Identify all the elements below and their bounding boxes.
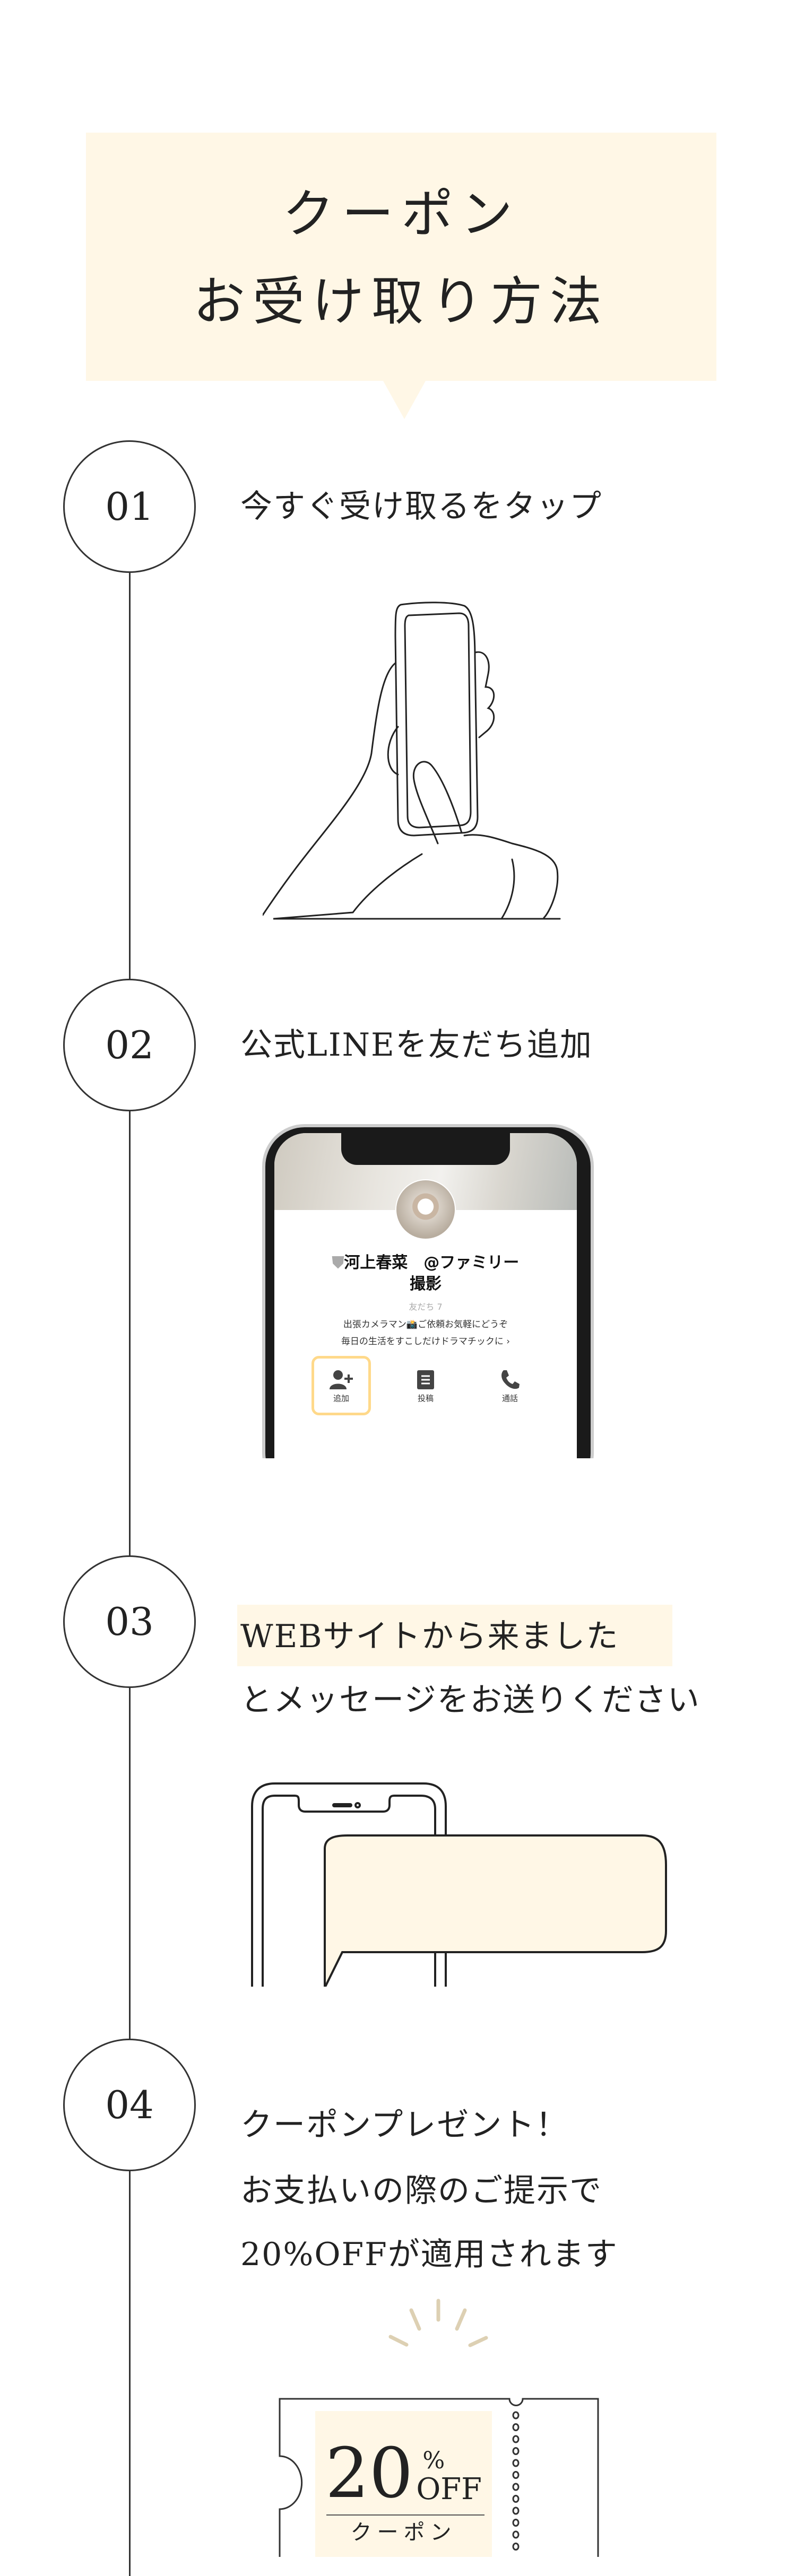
perforation-hole [512,2519,520,2527]
friends-count: 友だち 7 [409,1302,443,1312]
step-number-1: 01 [63,440,196,573]
step-2-text: 公式LINEを友だち追加 [240,1026,593,1064]
add-friend-label: 追加 [333,1394,349,1403]
phone-screen: ⛊河上春菜 @ファミリー撮影 友だち 7 出張カメラマン📸ご依頼お気軽にどうぞ … [274,1133,577,1458]
coupon-label: クーポン [350,2520,457,2545]
avatar [395,1179,456,1240]
highlight-bg [237,1605,672,1666]
ticket-outline [279,2398,599,2557]
title-line-2: お受け取り方法 [193,272,609,332]
coupon-value: 20 % OFF [315,2411,492,2512]
step-number-3: 03 [63,1555,196,1688]
call-button[interactable]: 通話 [480,1369,540,1404]
step-4-line-2: お支払いの際のご提示で [240,2172,602,2209]
add-friend-icon [330,1370,353,1389]
line-profile-screenshot: ⛊河上春菜 @ファミリー撮影 友だち 7 出張カメラマン📸ご依頼お気軽にどうぞ … [262,1124,594,1458]
perforation-hole [512,2459,520,2467]
phone-message-illustration [251,1782,667,1987]
perforation-hole [512,2435,520,2443]
title-banner [86,133,716,381]
coupon-off: OFF [416,2472,482,2507]
perforation-hole [512,2411,520,2420]
title-banner-tail [383,381,426,419]
perforation-hole [512,2483,520,2491]
perforation-hole [512,2495,520,2503]
perforation-hole [512,2423,520,2431]
perforation-hole [512,2507,520,2515]
perforation-hole [512,2530,520,2539]
coupon-percent: % [422,2447,445,2474]
phone-notch [341,1133,510,1165]
perforation-hole [512,2543,520,2551]
step-4-line-1: クーポンプレゼント！ [240,2107,569,2144]
step-4-line-3: 20%OFFが適用されます [240,2236,618,2273]
coupon-ticket: 20 % OFF クーポン [279,2398,600,2557]
sparkle-lines-icon [388,2299,488,2347]
add-friend-button[interactable]: 追加 [312,1369,371,1404]
account-name-text: 河上春菜 @ファミリー撮影 [344,1254,520,1293]
step-number-2: 02 [63,979,196,1111]
step-number-4: 04 [63,2039,196,2171]
coupon-suffix: % OFF [416,2449,482,2508]
step-3-text: とメッセージをお送りください [240,1682,700,1719]
post-button[interactable]: 投稿 [396,1369,455,1404]
add-friend-highlight [312,1356,371,1415]
description-line-1: 出張カメラマン📸ご依頼お気軽にどうぞ [343,1319,508,1330]
perforation-hole [512,2471,520,2479]
step-3-highlight-text: WEBサイトから来ました [240,1618,619,1655]
phone-icon [501,1370,520,1389]
description-line-2[interactable]: 毎日の生活をすこしだけドラマチックに › [341,1336,511,1347]
post-icon [417,1370,434,1389]
hand-tapping-phone-illustration [263,602,561,920]
coupon-value-panel [315,2411,492,2557]
coupon-amount: 20 [325,2433,413,2513]
perforation-hole [512,2447,520,2455]
verified-shield-icon: ⛊ [332,1254,344,1272]
coupon-divider [326,2514,484,2516]
title-line-1: クーポン [282,184,520,245]
post-label: 投稿 [417,1394,434,1403]
call-label: 通話 [501,1394,518,1403]
step-1-text: 今すぐ受け取るをタップ [240,488,602,525]
account-name: ⛊河上春菜 @ファミリー撮影 [274,1252,577,1295]
